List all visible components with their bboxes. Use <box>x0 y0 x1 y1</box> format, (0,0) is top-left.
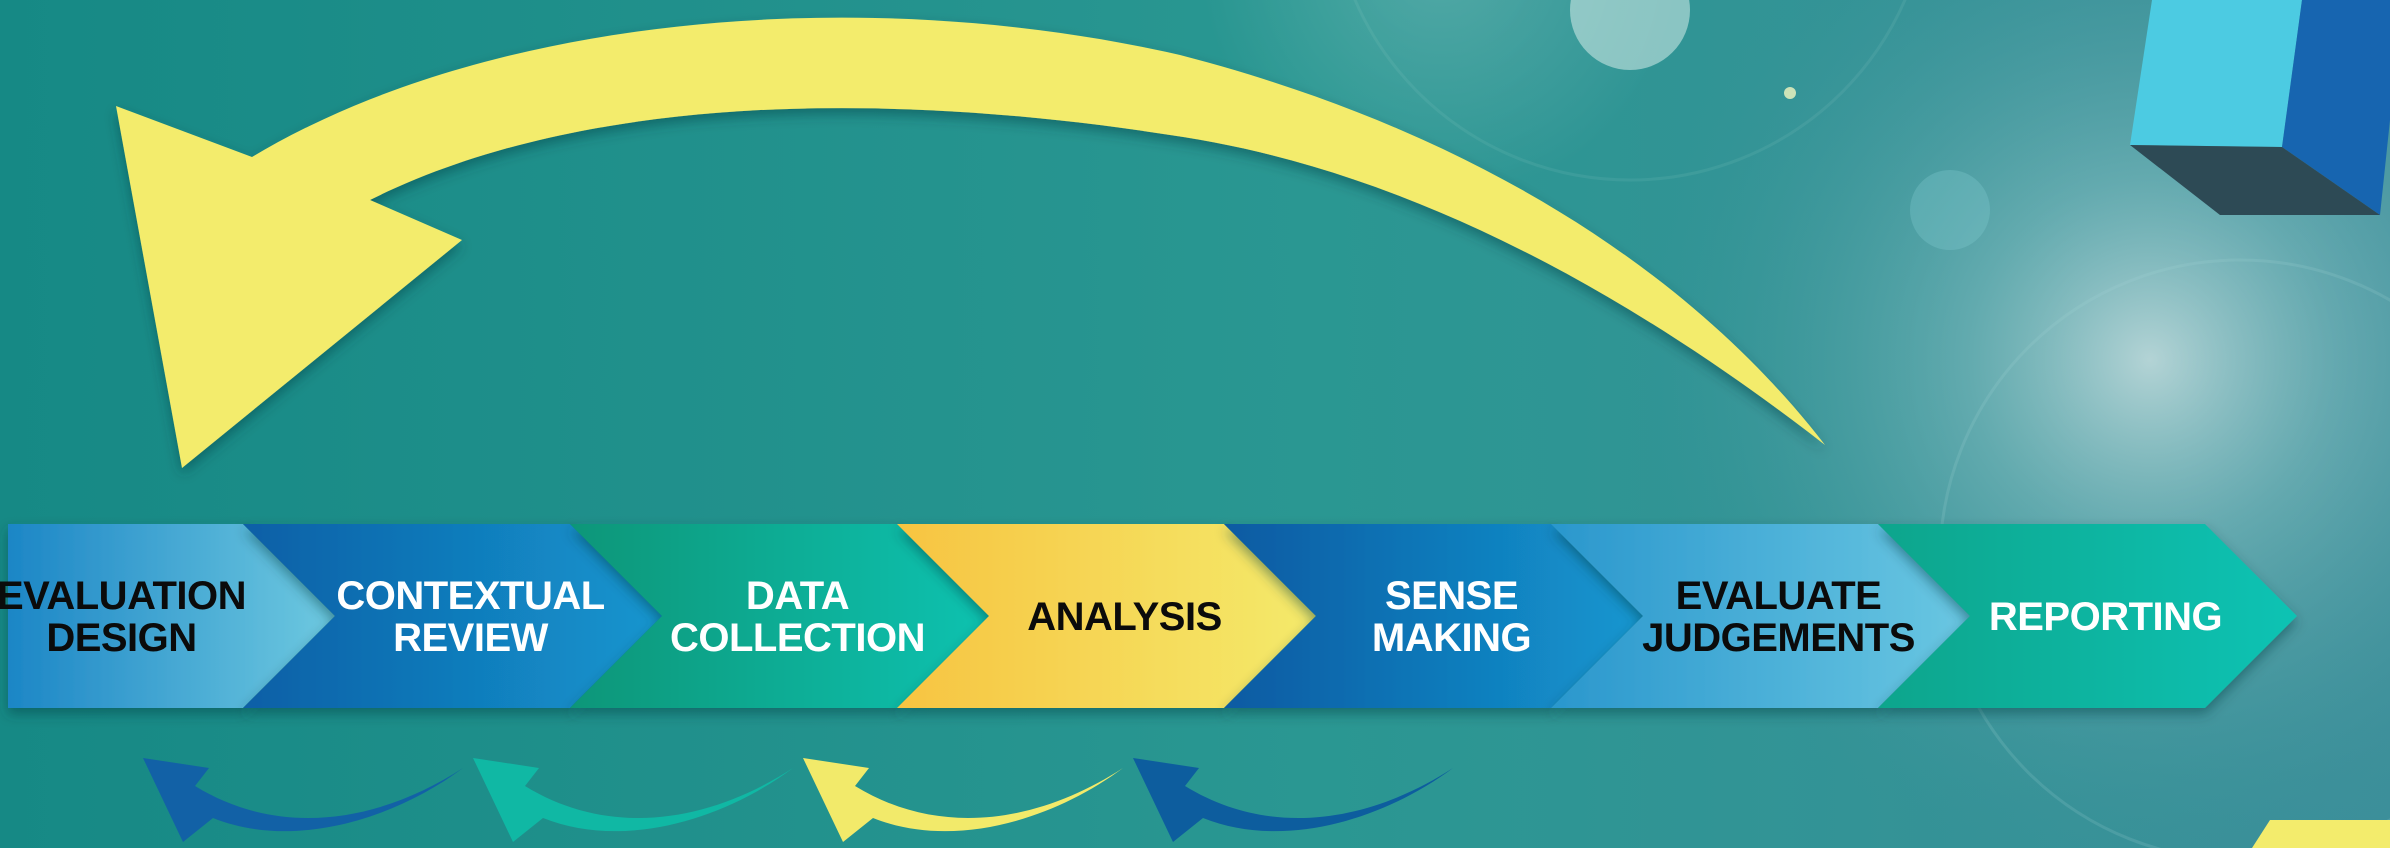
step-label: ANALYSIS <box>1027 595 1222 639</box>
step-label-line: EVALUATE <box>1676 574 1882 618</box>
curved-back-arrow-icon <box>143 758 463 842</box>
chevron-step <box>8 524 335 708</box>
step-label-line: DESIGN <box>46 616 196 660</box>
step-label-line: EVALUATION <box>0 574 246 618</box>
corner-tab <box>2252 820 2390 848</box>
chevron-step <box>570 524 989 708</box>
cube-icon <box>2130 0 2390 215</box>
chevron-step <box>243 524 662 708</box>
step-label-line: JUDGEMENTS <box>1642 616 1915 660</box>
chevron-step <box>1551 524 1970 708</box>
curved-back-arrow-icon <box>803 758 1123 842</box>
chevron-step <box>897 524 1316 708</box>
curved-back-arrow-icon <box>1133 758 1453 842</box>
chevron-step <box>1224 524 1643 708</box>
step-label-line: REVIEW <box>393 616 549 660</box>
lens-flare-spot <box>1570 0 1690 70</box>
lens-flare-ring <box>1353 0 1907 182</box>
step-label-line: ANALYSIS <box>1027 595 1222 639</box>
step-label-line: REPORTING <box>1989 595 2222 639</box>
step-label: REPORTING <box>1989 595 2222 639</box>
small-arrows <box>143 758 1453 842</box>
lens-flare-bubble <box>1910 170 1990 250</box>
step-label-line: DATA <box>746 574 849 618</box>
step-label-line: MAKING <box>1372 616 1531 660</box>
curved-return-arrow-icon <box>116 17 1825 469</box>
step-label-line: COLLECTION <box>670 616 925 660</box>
sparkle <box>1784 87 1796 99</box>
chevron-step <box>1878 524 2297 708</box>
step-label-line: SENSE <box>1385 574 1518 618</box>
step-label-line: CONTEXTUAL <box>336 574 604 618</box>
curved-back-arrow-icon <box>473 758 793 842</box>
